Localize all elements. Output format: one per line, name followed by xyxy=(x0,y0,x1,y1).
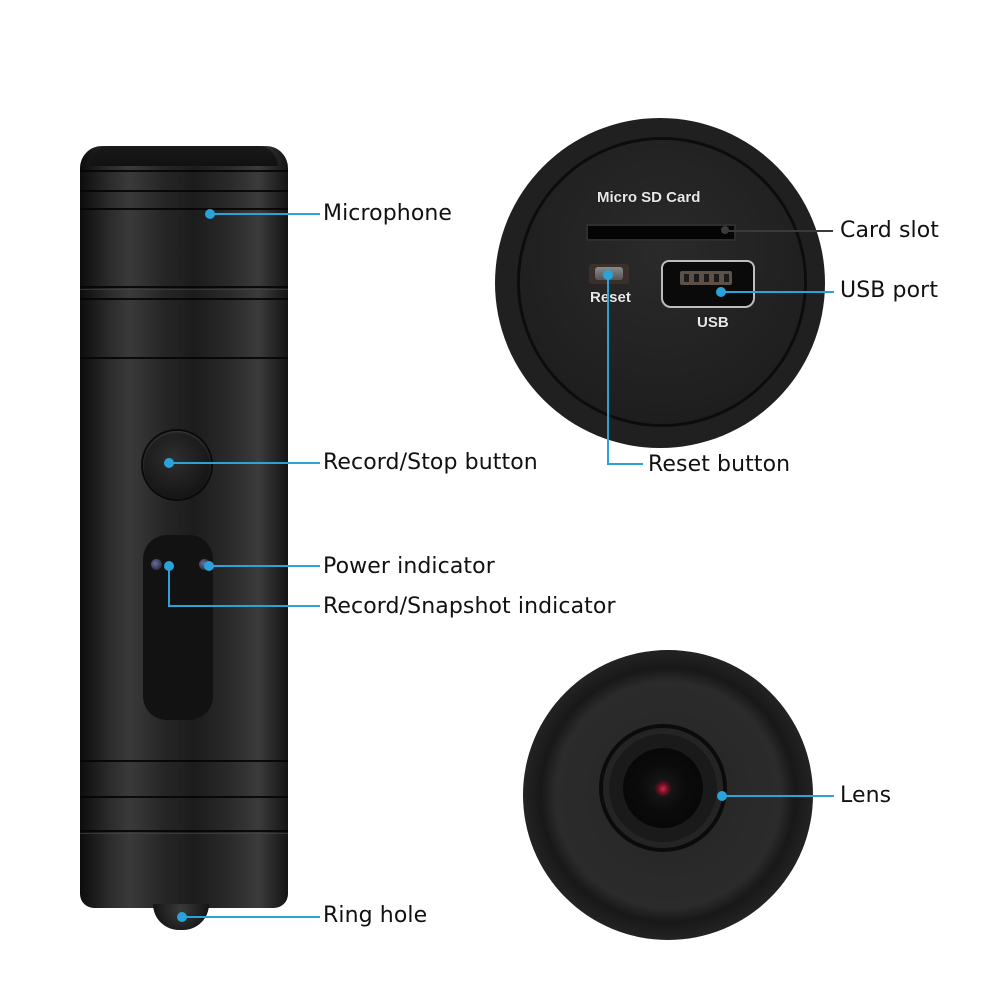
indicator-window xyxy=(143,535,213,720)
body-band xyxy=(80,190,288,192)
body-band xyxy=(80,796,288,798)
body-band xyxy=(80,286,288,288)
record-snapshot-led xyxy=(151,559,162,570)
lens-label: Lens xyxy=(840,783,892,808)
ring-hole-leader-line xyxy=(182,916,320,918)
record-snapshot-leader-line xyxy=(168,605,320,607)
record-stop-label: Record/Stop button xyxy=(323,450,538,475)
reset-button-label: Reset button xyxy=(648,452,791,477)
body-band xyxy=(80,298,288,300)
microphone-leader-line xyxy=(210,213,320,215)
camera-body xyxy=(80,146,288,908)
usb-port[interactable] xyxy=(661,260,755,308)
record-snapshot-indicator-label: Record/Snapshot indicator xyxy=(323,594,616,619)
camera-top-lip xyxy=(90,146,278,166)
body-band xyxy=(80,760,288,762)
usb-engraving: USB xyxy=(697,314,729,331)
microphone-label: Microphone xyxy=(323,201,453,226)
ring-hole-label: Ring hole xyxy=(323,903,428,928)
record-stop-button[interactable] xyxy=(143,431,211,499)
usb-pins xyxy=(680,271,732,285)
card-slot-leader-line xyxy=(727,230,833,232)
power-indicator-label: Power indicator xyxy=(323,554,495,579)
usb-port-label: USB port xyxy=(840,278,939,303)
card-slot-label: Card slot xyxy=(840,218,940,243)
lens-leader-line xyxy=(722,795,834,797)
card-slot-marker-dot xyxy=(721,226,729,234)
power-indicator-leader-line xyxy=(209,565,320,567)
record-stop-leader-line xyxy=(169,462,320,464)
reset-button-leader-line xyxy=(607,463,643,465)
body-band xyxy=(80,170,288,172)
reset-engraving: Reset xyxy=(590,289,631,306)
body-band xyxy=(80,289,288,290)
usb-port-leader-line xyxy=(721,291,834,293)
card-slot[interactable] xyxy=(586,224,736,241)
lens-center xyxy=(655,780,671,796)
body-band xyxy=(80,833,288,834)
record-snapshot-leader-vertical xyxy=(168,566,170,606)
body-band xyxy=(80,830,288,832)
micro-sd-engraving: Micro SD Card xyxy=(597,189,701,206)
body-band xyxy=(80,208,288,210)
reset-button-leader-vertical xyxy=(607,275,609,464)
body-seam xyxy=(80,357,288,359)
